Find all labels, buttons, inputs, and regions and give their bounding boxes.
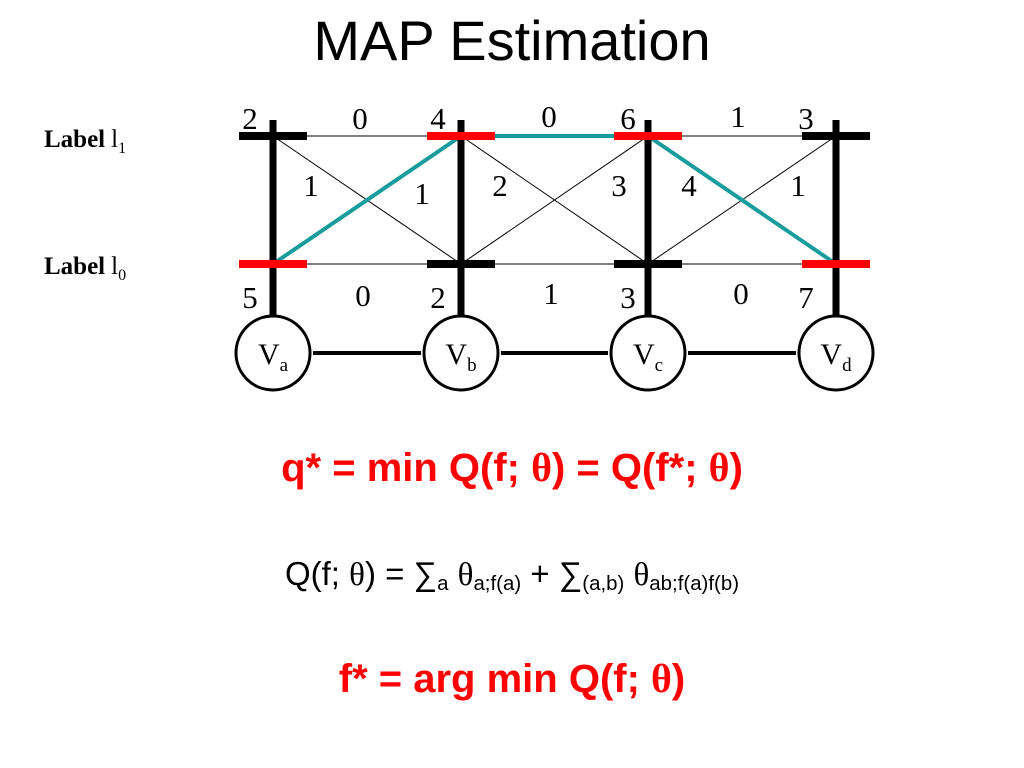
- pair-cd-l1-l0: 4: [681, 168, 697, 203]
- node-va: Va: [234, 314, 312, 392]
- equation-energy: Q(f; θ) = ∑a θa;f(a) + ∑(a,b) θab;f(a)f(…: [284, 555, 740, 596]
- pairwise-edges: [272, 135, 837, 265]
- pair-bc-bottom: 1: [543, 276, 559, 311]
- unary-va-l1: 2: [242, 101, 258, 136]
- node-vb: Vb: [422, 314, 500, 392]
- pair-ab-bottom: 0: [355, 278, 371, 313]
- unary-vd-l0: 7: [798, 280, 814, 315]
- map-edge-ab: [271, 134, 463, 266]
- unary-vc-l1: 6: [620, 101, 636, 136]
- pair-ab-l0-l1: 1: [414, 176, 430, 211]
- node-vd: Vd: [797, 314, 875, 392]
- map-edge-cd: [646, 134, 838, 266]
- unary-potentials: 2 4 6 3 5 2 3 7: [242, 101, 814, 315]
- label-ticks: [239, 132, 870, 268]
- svg-text:Vc: Vc: [633, 338, 663, 376]
- unary-va-l0: 5: [242, 280, 258, 315]
- svg-text:Vb: Vb: [445, 338, 476, 376]
- pair-ab-top: 0: [352, 101, 368, 136]
- pair-cd-bottom: 0: [733, 276, 749, 311]
- pair-ab-l1-l0: 1: [303, 168, 319, 203]
- unary-vc-l0: 3: [620, 280, 636, 315]
- equation-f-star: f* = arg min Q(f; θ): [338, 656, 686, 701]
- unary-vd-l1: 3: [798, 101, 814, 136]
- slide-title: MAP Estimation: [313, 9, 711, 72]
- pair-bc-l0-l1: 3: [611, 168, 627, 203]
- node-vc: Vc: [609, 314, 687, 392]
- equation-q-star: q* = min Q(f; θ) = Q(f*; θ): [281, 445, 743, 490]
- unary-vb-l0: 2: [430, 280, 446, 315]
- pair-cd-top: 1: [730, 99, 746, 134]
- pair-bc-top: 0: [541, 99, 557, 134]
- variable-columns: [269, 120, 840, 330]
- unary-vb-l1: 4: [430, 101, 446, 136]
- svg-text:Va: Va: [258, 338, 289, 376]
- pairwise-potentials: 0 1 1 0 0 2 3 1 1 4 1 0: [303, 99, 806, 313]
- pair-bc-l1-l0: 2: [492, 168, 508, 203]
- svg-text:Vd: Vd: [820, 338, 852, 376]
- edge-bc-l0-l1: [460, 135, 649, 265]
- pair-cd-l0-l1: 1: [790, 168, 806, 203]
